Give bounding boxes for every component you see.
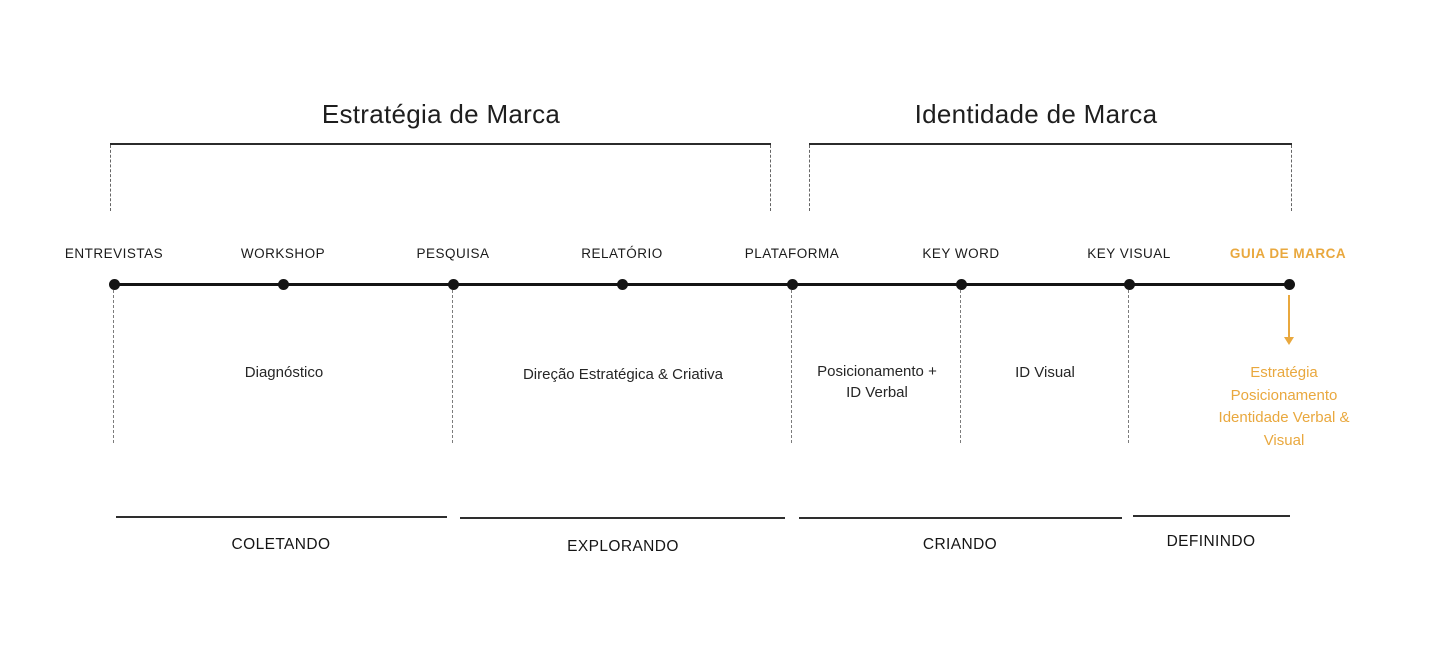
bracket-dashed-end-left [110, 145, 111, 211]
deliverable-id-visual: ID Visual [1015, 364, 1075, 381]
bracket-estrategia [110, 143, 771, 211]
stage-label-guia-de-marca: GUIA DE MARCA [1229, 246, 1347, 261]
phase-label-coletando: COLETANDO [231, 536, 331, 553]
timeline-dot-pesquisa [448, 279, 459, 290]
stage-label-entrevistas: ENTREVISTAS [64, 246, 164, 261]
phase-line-explorando [460, 517, 785, 519]
phase-label-definindo: DEFININDO [1166, 533, 1256, 550]
divider-key-visual [1128, 290, 1129, 443]
deliverable-resultado-final: Estratégia Posicionamento Identidade Ver… [1218, 364, 1350, 449]
deliverable-diagnostico: Diagnóstico [244, 364, 324, 381]
divider-key-word [960, 290, 961, 443]
phase-label-criando: CRIANDO [922, 536, 998, 553]
section-title-estrategia: Estratégia de Marca [321, 99, 561, 129]
phase-label-explorando: EXPLORANDO [567, 538, 679, 555]
timeline-axis [114, 283, 1290, 286]
deliverable-direcao: Direção Estratégica & Criativa [522, 366, 724, 383]
stage-label-plataforma: PLATAFORMA [744, 246, 840, 261]
divider-plataforma [791, 290, 792, 443]
timeline-dot-entrevistas [109, 279, 120, 290]
stage-label-pesquisa: PESQUISA [416, 246, 490, 261]
bracket-identidade [809, 143, 1292, 211]
timeline-dot-plataforma [787, 279, 798, 290]
stage-label-workshop: WORKSHOP [240, 246, 326, 261]
timeline-dot-workshop [278, 279, 289, 290]
bracket-dashed-end-right [770, 145, 771, 211]
deliverable-posicionamento: Posicionamento + ID Verbal [817, 363, 937, 401]
stage-label-key-visual: KEY VISUAL [1087, 246, 1171, 261]
bracket-dashed-end-left [809, 145, 810, 211]
divider-pesquisa [452, 290, 453, 443]
timeline-dot-relatorio [617, 279, 628, 290]
gold-arrow-head-icon [1284, 337, 1294, 345]
phase-line-criando [799, 517, 1122, 519]
phase-line-definindo [1133, 515, 1290, 517]
gold-arrow-line [1288, 295, 1290, 337]
timeline-dot-key-word [956, 279, 967, 290]
timeline-dot-guia-de-marca [1284, 279, 1295, 290]
divider-entrevistas [113, 290, 114, 443]
timeline-dot-key-visual [1124, 279, 1135, 290]
section-title-identidade: Identidade de Marca [914, 99, 1158, 129]
stage-label-relatorio: RELATÓRIO [581, 246, 663, 261]
stage-label-key-word: KEY WORD [922, 246, 1000, 261]
bracket-dashed-end-right [1291, 145, 1292, 211]
phase-line-coletando [116, 516, 447, 518]
